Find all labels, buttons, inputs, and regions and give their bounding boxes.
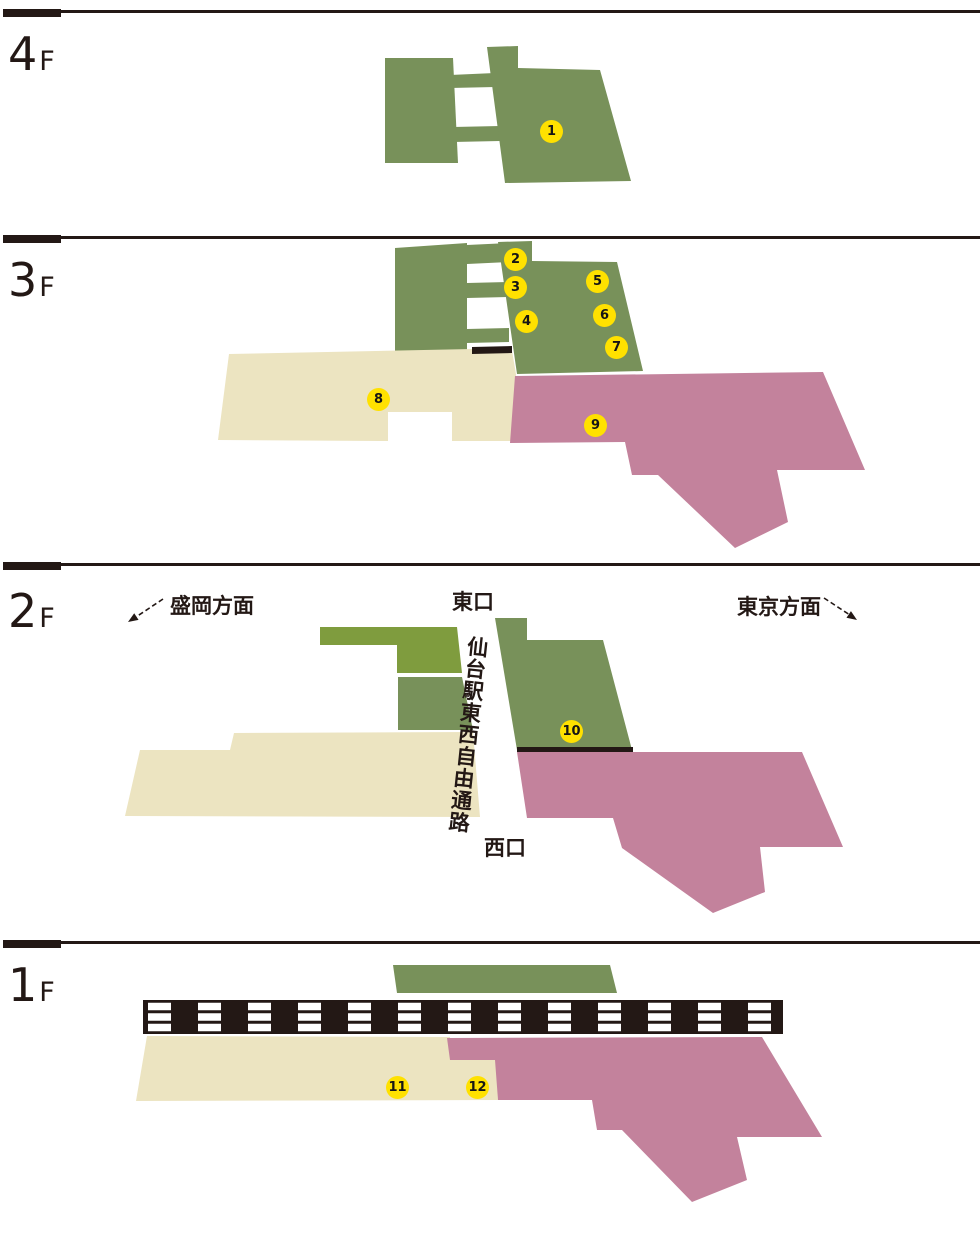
marker-1: 1 <box>540 120 563 143</box>
marker-6: 6 <box>593 304 616 327</box>
marker-7: 7 <box>605 336 628 359</box>
floor3-number: 3 <box>8 253 38 307</box>
marker-3: 3 <box>504 276 527 299</box>
floor4-number: 4 <box>8 27 38 81</box>
floor4-suffix: F <box>39 46 55 77</box>
marker-9: 9 <box>584 414 607 437</box>
floor3-gate-bar <box>472 346 512 354</box>
tokyo-direction-label: 東京方面 <box>737 595 821 619</box>
floor4-bridge-lower <box>453 126 500 142</box>
marker-12: 12 <box>466 1076 489 1099</box>
floor2-block-east <box>495 618 632 750</box>
railway-track <box>143 1000 783 1034</box>
floor3-bridge-middle <box>467 282 508 298</box>
floor2-divider <box>3 562 980 570</box>
floor3-divider <box>3 235 980 243</box>
floor3-suffix: F <box>39 272 55 303</box>
floor1-cream-region <box>136 1036 498 1101</box>
marker-11: 11 <box>386 1076 409 1099</box>
east-exit-label: 東口 <box>452 590 494 614</box>
marker-5: 5 <box>586 270 609 293</box>
morioka-direction-arrow <box>128 598 164 622</box>
floor3-pink-region <box>510 372 865 548</box>
floor2-platform-bar <box>320 627 462 673</box>
floor4-building-right <box>487 46 631 183</box>
marker-8: 8 <box>367 388 390 411</box>
floor2-cream-region <box>125 732 480 817</box>
floor2-number: 2 <box>8 584 38 638</box>
floor3-bridge-bottom <box>467 328 509 343</box>
floor1-divider <box>3 940 980 948</box>
floor3-building-left <box>395 243 467 356</box>
floor1-platform-bar <box>393 965 617 993</box>
floor2-suffix: F <box>39 603 55 634</box>
morioka-direction-label: 盛岡方面 <box>170 594 254 618</box>
marker-2: 2 <box>504 248 527 271</box>
floor1-suffix: F <box>39 977 55 1008</box>
tokyo-direction-arrow <box>823 597 857 620</box>
marker-10: 10 <box>560 720 583 743</box>
floor4-bridge-upper <box>450 73 495 88</box>
floor2-block-west <box>398 677 473 730</box>
floor4-building-left <box>385 58 458 163</box>
floor2-pink-region <box>517 752 843 913</box>
floor1-number: 1 <box>8 958 38 1012</box>
floor4-divider <box>3 9 980 17</box>
floor1-pink-region <box>447 1037 822 1202</box>
floor2-gate-bar <box>517 747 633 752</box>
marker-4: 4 <box>515 310 538 333</box>
west-exit-label: 西口 <box>484 836 526 860</box>
